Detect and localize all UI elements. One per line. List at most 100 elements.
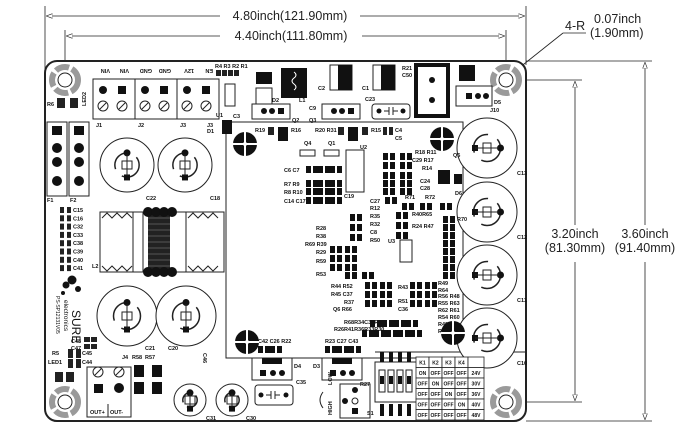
svg-text:R46: R46 xyxy=(438,322,448,328)
smd-pad xyxy=(386,330,391,337)
svg-text:R28: R28 xyxy=(316,226,326,232)
svg-text:Q4: Q4 xyxy=(304,141,312,147)
terminal-label: EN xyxy=(205,67,213,73)
terminal-ref: J3 xyxy=(180,123,186,129)
smd-pad xyxy=(325,180,330,187)
svg-text:C35: C35 xyxy=(296,380,306,386)
smd-pad xyxy=(390,188,395,195)
svg-text:R29: R29 xyxy=(316,250,326,256)
smd-pad xyxy=(425,291,430,298)
smd-pad xyxy=(380,300,385,307)
table-cell: OFF xyxy=(457,382,467,388)
smd-pad xyxy=(356,346,361,353)
smd-pad xyxy=(447,203,452,210)
fuse-f2: F2 xyxy=(68,121,90,204)
smd-pad xyxy=(425,282,430,289)
smd-pad xyxy=(443,256,448,263)
smd-pad xyxy=(345,246,350,253)
table-cell: ON xyxy=(458,403,466,409)
table-cell: K3 xyxy=(445,361,452,367)
svg-text:C23: C23 xyxy=(365,97,375,103)
smd-pad xyxy=(306,197,311,204)
smd-pad xyxy=(450,264,455,271)
dimension-overall-width: 4.80inch(121.90mm) xyxy=(44,6,527,70)
smd-pad xyxy=(372,291,377,298)
dimension-hole-width: 4.40inch(111.80mm) xyxy=(64,29,507,78)
smd-pad xyxy=(409,203,414,210)
smd-pad xyxy=(390,162,395,169)
smd-pad xyxy=(400,162,405,169)
smd-pad xyxy=(362,272,367,279)
overall-height-mm: (91.40mm) xyxy=(615,241,675,255)
svg-text:R14: R14 xyxy=(422,166,433,172)
smd-pad xyxy=(325,197,330,204)
svg-text:C29 R17: C29 R17 xyxy=(412,158,434,164)
table-cell: OFF xyxy=(418,392,428,398)
capacitor-label: C18 xyxy=(210,196,220,202)
svg-text:C19: C19 xyxy=(344,194,354,200)
fan-mark xyxy=(235,330,259,354)
electrolytic-capacitor: C30 xyxy=(215,383,256,422)
table-cell: ON xyxy=(419,371,427,377)
svg-text:C46: C46 xyxy=(201,353,207,363)
smd-pad xyxy=(372,300,377,307)
smd-pad xyxy=(410,291,415,298)
svg-text:D3: D3 xyxy=(313,364,320,370)
smd-pad xyxy=(270,346,275,353)
svg-text:D6: D6 xyxy=(455,191,462,197)
smd-pad xyxy=(330,246,335,253)
smd-pad xyxy=(318,166,323,173)
smd-pad xyxy=(387,291,392,298)
svg-text:Q1: Q1 xyxy=(328,141,335,147)
mounting-hole xyxy=(490,386,522,418)
table-cell: OFF xyxy=(457,392,467,398)
smd-pad xyxy=(350,214,355,221)
table-cell: OFF xyxy=(444,382,454,388)
smd-pad xyxy=(258,346,263,353)
svg-text:R12: R12 xyxy=(370,206,380,212)
svg-text:C14 C17: C14 C17 xyxy=(284,199,306,205)
capacitor-label: C21 xyxy=(145,346,155,352)
smd-pad xyxy=(365,282,370,289)
smd-pad xyxy=(382,320,387,327)
inductor-l2: L2 xyxy=(92,207,225,277)
smd-pad xyxy=(357,214,362,221)
capacitor-label: C10 xyxy=(517,361,527,367)
smd-pad xyxy=(443,264,448,271)
smd-pad xyxy=(381,330,386,337)
cap-label: C32 xyxy=(73,225,83,231)
svg-text:C6 C7: C6 C7 xyxy=(284,168,300,174)
fan-mark xyxy=(430,127,454,151)
smd-pad xyxy=(427,203,432,210)
table-cell: K4 xyxy=(458,361,465,367)
smd-pad xyxy=(330,197,335,204)
smd-pad xyxy=(365,300,370,307)
smd-pad xyxy=(402,203,407,210)
smd-pad xyxy=(432,282,437,289)
svg-text:U2: U2 xyxy=(360,145,367,151)
svg-text:LED1: LED1 xyxy=(48,360,62,366)
table-cell: 24V xyxy=(472,371,482,377)
led-area: R6 LED2 xyxy=(47,92,88,108)
table-cell: K1 xyxy=(419,361,426,367)
electrolytic-capacitor: C10 xyxy=(456,307,527,369)
svg-text:R50: R50 xyxy=(370,238,380,244)
cap-label: C16 xyxy=(73,216,83,222)
smd-pad xyxy=(383,180,388,187)
hole-radius-ref: 4-R xyxy=(565,19,585,33)
svg-text:R62 R61: R62 R61 xyxy=(438,308,460,314)
svg-text:R5: R5 xyxy=(52,351,59,357)
smd-pad xyxy=(390,153,395,160)
table-cell: OFF xyxy=(418,382,428,388)
svg-text:S1: S1 xyxy=(367,411,374,417)
svg-text:R49: R49 xyxy=(438,281,448,287)
cap-label: C41 xyxy=(73,266,83,272)
mounting-holes xyxy=(49,64,522,418)
smd-pad xyxy=(392,197,397,204)
svg-text:R69 R39: R69 R39 xyxy=(305,242,327,248)
smd-pad xyxy=(417,282,422,289)
smd-pad xyxy=(374,330,379,337)
